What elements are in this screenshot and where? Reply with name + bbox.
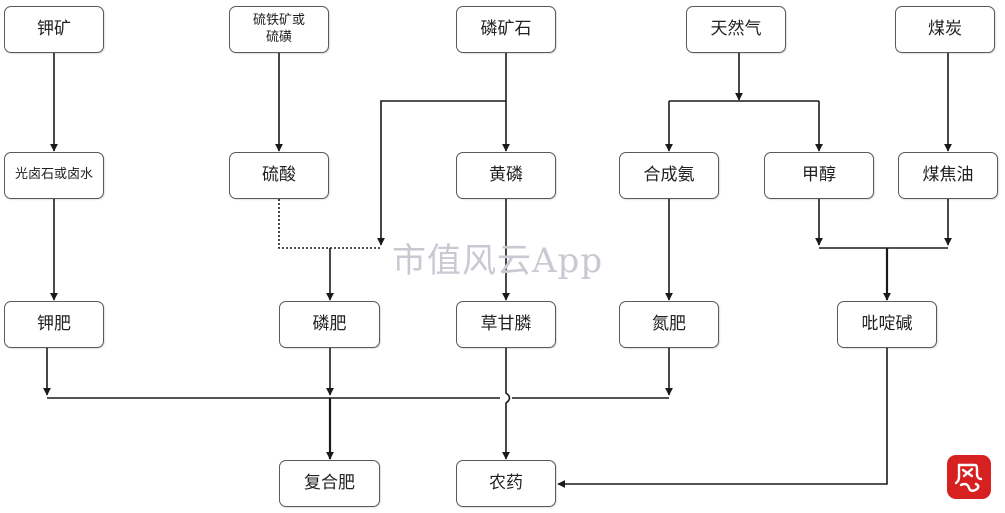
- node-glyphosate: 草甘膦: [456, 301, 556, 348]
- node-nitrogen-fertilizer: 氮肥: [619, 301, 719, 348]
- node-label: 合成氨: [643, 164, 695, 185]
- node-label: 硫酸: [262, 164, 296, 185]
- node-label: 硫铁矿或硫磺: [252, 13, 305, 45]
- node-label: 钾肥: [37, 313, 71, 334]
- node-label: 煤焦油: [922, 164, 974, 185]
- node-synthetic-ammonia: 合成氨: [619, 152, 719, 199]
- node-label: 天然气: [710, 18, 762, 39]
- node-pesticide: 农药: [456, 460, 556, 507]
- node-label: 光卤石或卤水: [14, 167, 93, 183]
- node-label: 磷矿石: [480, 18, 532, 39]
- node-potash-ore: 钾矿: [4, 6, 104, 53]
- node-label: 吡啶碱: [861, 313, 913, 334]
- seal-glyph: [954, 463, 983, 492]
- edge-sulfuric-acid-to-phosphate-fertilizer: [278, 199, 382, 249]
- fengyun-seal-icon: [947, 455, 991, 499]
- node-label: 黄磷: [489, 164, 523, 185]
- node-potash-fertilizer: 钾肥: [4, 301, 104, 348]
- node-carnallite-brine: 光卤石或卤水: [4, 152, 104, 199]
- node-label: 农药: [489, 472, 523, 493]
- node-label: 氮肥: [652, 313, 686, 334]
- edge-glyphosate-to-pesticide: [502, 348, 511, 460]
- node-yellow-phosphorus: 黄磷: [456, 152, 556, 199]
- node-natural-gas: 天然气: [686, 6, 786, 53]
- node-sulfuric-acid: 硫酸: [229, 152, 329, 199]
- node-compound-fertilizer: 复合肥: [279, 460, 380, 507]
- node-pyridine: 吡啶碱: [837, 301, 937, 348]
- node-phosphate-rock: 磷矿石: [456, 6, 556, 53]
- node-methanol: 甲醇: [764, 152, 874, 199]
- node-coal: 煤炭: [895, 6, 995, 53]
- node-label: 复合肥: [304, 472, 355, 493]
- node-label: 甲醇: [802, 164, 836, 185]
- node-pyrite-sulfur: 硫铁矿或硫磺: [229, 6, 329, 53]
- node-label: 煤炭: [928, 18, 962, 39]
- watermark-text: 市值风云App: [392, 241, 604, 281]
- node-label: 钾矿: [37, 18, 71, 39]
- edge-phosphate-rock-to-phosphate-fertilizer-branch: [377, 100, 506, 246]
- node-label: 草甘膦: [480, 313, 532, 334]
- node-label: 磷肥: [312, 313, 347, 334]
- node-phosphate-fertilizer: 磷肥: [279, 301, 380, 348]
- edge-pyridine-to-pesticide: [557, 348, 888, 488]
- node-coal-tar: 煤焦油: [898, 152, 998, 199]
